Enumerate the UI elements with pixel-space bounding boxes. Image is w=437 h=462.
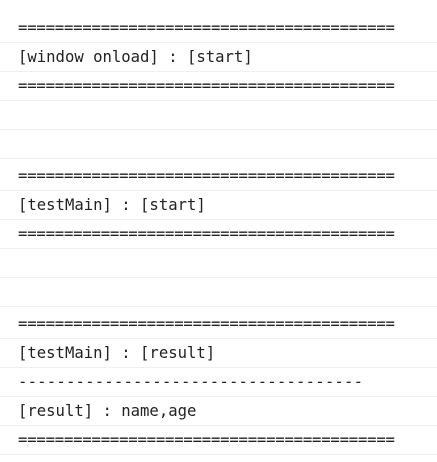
console-line: [testMain] : [result]	[0, 339, 437, 368]
console-line: [testMain] : [start]	[0, 191, 437, 220]
console-line	[0, 130, 437, 159]
console-line	[0, 101, 437, 130]
console-line: [result] : name,age	[0, 397, 437, 426]
console-line: ========================================…	[0, 14, 437, 43]
console-line: ========================================…	[0, 426, 437, 455]
console-line: [window onload] : [start]	[0, 43, 437, 72]
console-line: ------------------------------------	[0, 368, 437, 397]
console-line	[0, 278, 437, 307]
console-line: ========================================…	[0, 220, 437, 249]
console-line: ========================================…	[0, 310, 437, 339]
console-line	[0, 249, 437, 278]
console-line: ========================================…	[0, 72, 437, 101]
console-line: ========================================…	[0, 162, 437, 191]
